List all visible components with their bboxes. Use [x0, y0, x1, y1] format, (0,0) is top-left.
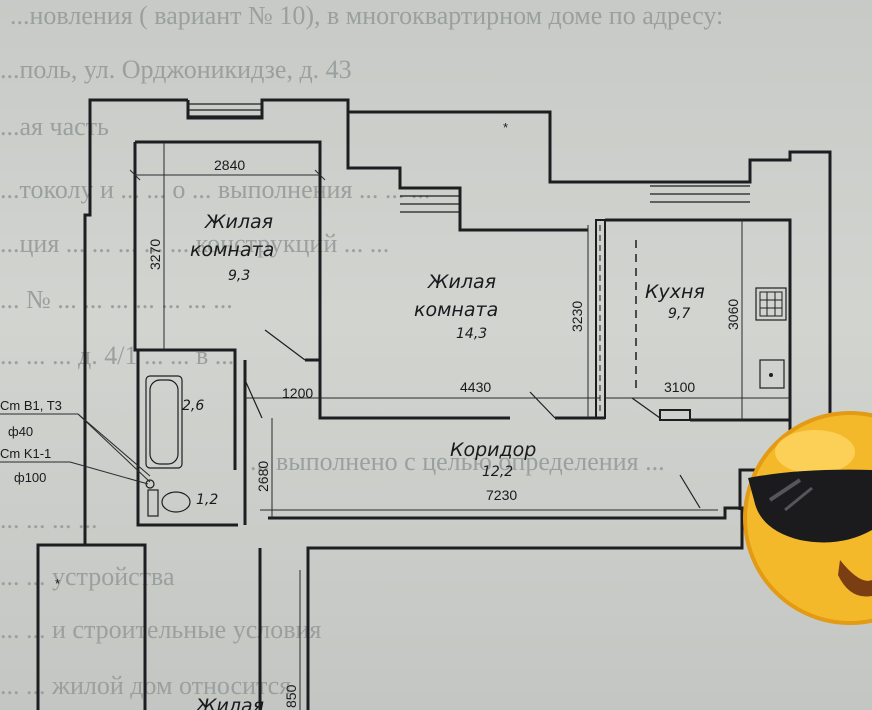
room-name: Коридор [450, 439, 536, 461]
toilet [161, 491, 191, 513]
room-labels: Жилая комната 9,3 Жилая комната 14,3 Кух… [182, 211, 705, 710]
dim-label: 4430 [460, 379, 491, 395]
sunglasses [748, 469, 872, 543]
kitchen-sink [759, 359, 785, 389]
bg-text-line: ...токолу и ... ... о ... выполнения ...… [0, 175, 430, 204]
room1-top-inner [135, 140, 322, 178]
emoji-smile [838, 560, 872, 597]
room-area: 14,3 [456, 326, 487, 342]
riser-pipe [145, 479, 155, 489]
stove [755, 287, 787, 321]
star-marker: * [55, 576, 60, 591]
dim-label: 7230 [486, 487, 517, 503]
kitchen-walls [605, 218, 792, 420]
dim-label: 3230 [569, 301, 585, 332]
room-name: комната [190, 239, 274, 261]
room-name: Кухня [645, 281, 705, 303]
lower-room-wall [85, 543, 147, 710]
dim-label: 2680 [255, 461, 271, 492]
bg-text-line: ... ... ... ... [0, 505, 98, 534]
dimension-lines [129, 142, 790, 710]
bg-text-line: ... ... и строительные условия [0, 615, 321, 644]
room2-left-bottom [318, 230, 510, 420]
toilet-tank [147, 489, 159, 517]
outer-wall-top [186, 98, 832, 420]
pipe-label: ф100 [14, 470, 46, 485]
stove-grid [759, 291, 783, 317]
bg-text-line: ... ... ... д. 4/1 ... ... в ... [0, 341, 234, 370]
sunglasses-emoji-icon [743, 411, 872, 625]
bath-walls [138, 348, 237, 470]
bathtub-inner [149, 379, 179, 465]
dim-label: 2840 [214, 157, 245, 173]
dim-label: 850 [283, 684, 299, 708]
kitchen-wall-stub [659, 409, 691, 421]
bg-text-line: ... выполнено с целью определения ... [250, 447, 665, 476]
room-area: 12,2 [482, 464, 513, 480]
room-area: 9,3 [228, 268, 250, 284]
pipe-label: ф40 [8, 424, 33, 439]
pipe-label: Cm B1, T3 [0, 398, 62, 413]
room-name: комната [414, 299, 498, 321]
pipe-label: Cm K1-1 [0, 446, 51, 461]
room-area: 2,6 [182, 398, 204, 414]
door-swing [679, 474, 701, 509]
door-swing [529, 391, 556, 419]
outer-wall-left [36, 98, 188, 710]
room-area: 1,2 [196, 492, 218, 508]
bg-text-line: ...поль, ул. Орджоникидзе, д. 43 [0, 55, 352, 84]
room-name: Жилая [427, 271, 496, 293]
bg-text-line: ...новления ( вариант № 10), в многоквар… [10, 1, 723, 30]
bg-text-line: ...ция ... ... ... ... ... конструкций .… [0, 229, 389, 258]
room-area: 9,7 [668, 306, 690, 322]
corridor-bottom-wall [268, 506, 744, 710]
room2-top-wall [346, 112, 588, 232]
star-marker: * [503, 120, 508, 135]
dim-label: 1200 [282, 385, 313, 401]
room-name: Жилая [195, 695, 264, 710]
room-name: Жилая [204, 211, 273, 233]
window-top-left [188, 103, 262, 117]
window-middle [400, 195, 460, 213]
bg-text-line: ... № ... ... ... ... ... ... ... [0, 285, 233, 314]
dim-label: 3060 [725, 299, 741, 330]
dim-label: 3270 [147, 239, 163, 270]
dim-label: 3100 [664, 379, 695, 395]
window-kitchen [650, 185, 750, 203]
bathtub [145, 375, 183, 469]
bg-text-line: ... ... устройства [0, 562, 175, 591]
dimension-labels: 2840 3270 3230 3060 4430 3100 1200 2680 … [147, 157, 741, 708]
door-swing [264, 329, 306, 361]
door-swing [631, 397, 661, 419]
sink-drain [769, 373, 773, 377]
bg-text-line: ...ая часть [0, 112, 109, 141]
room1-right-wall [305, 178, 322, 362]
door-swing [244, 379, 263, 419]
fixtures [145, 287, 787, 517]
pipe-callout: Cm B1, T3 ф40 Cm K1-1 ф100 [0, 398, 151, 485]
background-document-text: ...новления ( вариант № 10), в многоквар… [0, 1, 723, 700]
bath-left-wall [136, 350, 238, 527]
